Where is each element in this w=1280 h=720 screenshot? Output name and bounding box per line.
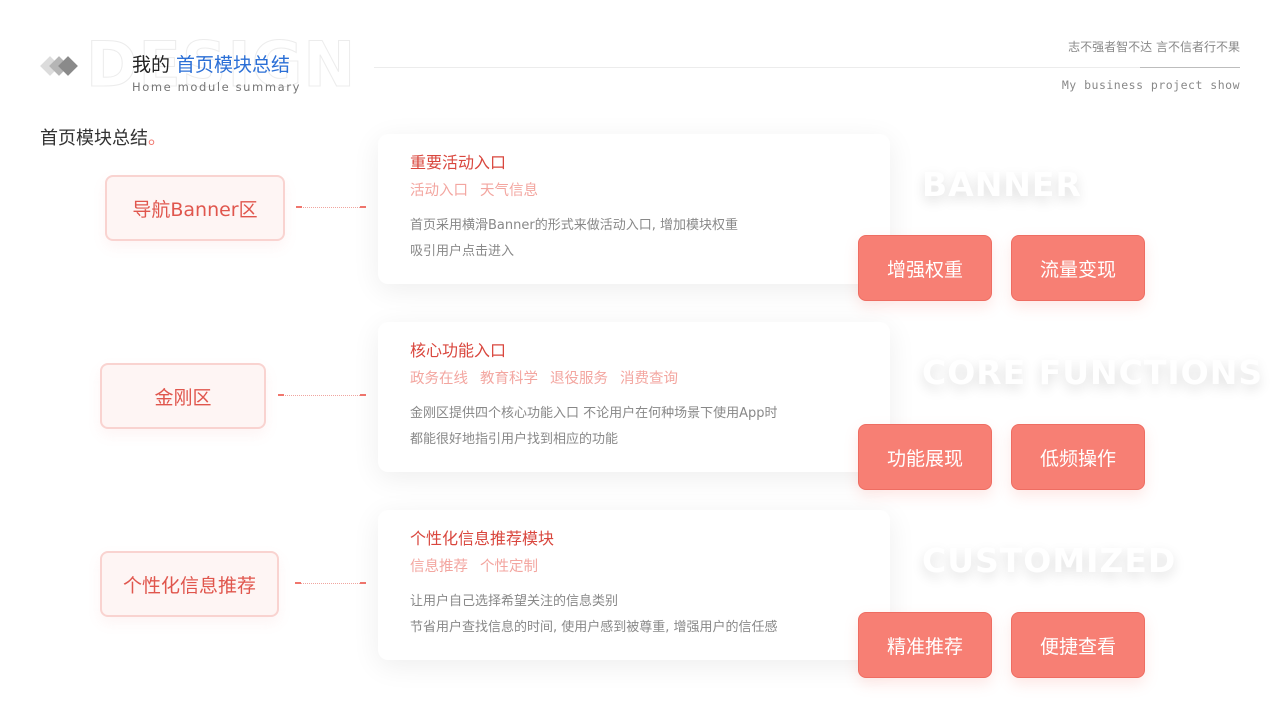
row-label-customized: 个性化信息推荐 <box>100 551 279 617</box>
motto-text: 志不强者智不达 言不信者行不果 <box>1068 40 1240 54</box>
ghost-label-banner: BANNER <box>922 165 1082 204</box>
pill-tag: 便捷查看 <box>1011 612 1145 678</box>
card-tag: 教育科学 <box>480 371 538 387</box>
page-subtitle: Home module summary <box>132 80 302 94</box>
card-tag: 信息推荐 <box>410 559 468 575</box>
page-title-prefix: 我的 <box>132 54 177 76</box>
card-tags: 活动入口天气信息 <box>410 181 858 201</box>
section-heading-dot: 。 <box>148 128 166 149</box>
header-divider <box>374 67 1240 68</box>
ghost-label-customized: CUSTOMIZED <box>922 541 1177 580</box>
card-description-line: 首页采用横滑Banner的形式来做活动入口, 增加模块权重 <box>410 218 738 233</box>
pill-tag: 精准推荐 <box>858 612 992 678</box>
card-tag: 天气信息 <box>480 183 538 199</box>
pill-tag: 增强权重 <box>858 235 992 301</box>
pill-tag: 功能展现 <box>858 424 992 490</box>
ghost-label-core: CORE FUNCTIONS <box>922 353 1264 392</box>
card-description-line: 让用户自己选择希望关注的信息类别 <box>410 594 619 609</box>
card-tag: 活动入口 <box>410 183 468 199</box>
connector-line <box>278 394 366 397</box>
logo-diamonds-icon <box>40 56 80 80</box>
section-heading: 首页模块总结。 <box>40 124 166 150</box>
motto-divider <box>1140 67 1240 68</box>
card-description: 金刚区提供四个核心功能入口 不论用户在何种场景下使用App时 都能很好地指引用户… <box>410 401 858 453</box>
card-title: 核心功能入口 <box>410 341 507 360</box>
module-card-core: 核心功能入口 政务在线教育科学退役服务消费查询 金刚区提供四个核心功能入口 不论… <box>378 322 890 472</box>
motto-english: My business project show <box>1061 78 1240 92</box>
card-tag: 政务在线 <box>410 371 468 387</box>
card-description-line: 节省用户查找信息的时间, 使用户感到被尊重, 增强用户的信任感 <box>410 620 778 635</box>
section-heading-text: 首页模块总结 <box>40 128 148 149</box>
module-card-customized: 个性化信息推荐模块 信息推荐个性定制 让用户自己选择希望关注的信息类别 节省用户… <box>378 510 890 660</box>
card-tags: 信息推荐个性定制 <box>410 557 858 577</box>
card-description: 让用户自己选择希望关注的信息类别 节省用户查找信息的时间, 使用户感到被尊重, … <box>410 589 858 641</box>
card-title: 个性化信息推荐模块 <box>410 529 555 548</box>
card-title: 重要活动入口 <box>410 153 507 172</box>
card-description-line: 吸引用户点击进入 <box>410 244 515 259</box>
card-description-line: 金刚区提供四个核心功能入口 不论用户在何种场景下使用App时 <box>410 406 778 421</box>
module-card-banner: 重要活动入口 活动入口天气信息 首页采用横滑Banner的形式来做活动入口, 增… <box>378 134 890 284</box>
background-watermark-word: DESIGN <box>85 28 357 101</box>
page-title-accent: 首页模块总结 <box>176 54 291 76</box>
connector-line <box>296 206 366 209</box>
card-tag: 退役服务 <box>550 371 608 387</box>
card-description-line: 都能很好地指引用户找到相应的功能 <box>410 432 619 447</box>
pill-tag: 流量变现 <box>1011 235 1145 301</box>
card-tag: 个性定制 <box>480 559 538 575</box>
card-description: 首页采用横滑Banner的形式来做活动入口, 增加模块权重 吸引用户点击进入 <box>410 213 858 265</box>
card-tag: 消费查询 <box>620 371 678 387</box>
row-label-banner: 导航Banner区 <box>105 175 285 241</box>
pill-tag: 低频操作 <box>1011 424 1145 490</box>
row-label-core: 金刚区 <box>100 363 266 429</box>
page-title: 我的 首页模块总结 <box>132 54 290 77</box>
card-tags: 政务在线教育科学退役服务消费查询 <box>410 369 858 389</box>
connector-line <box>295 582 366 585</box>
